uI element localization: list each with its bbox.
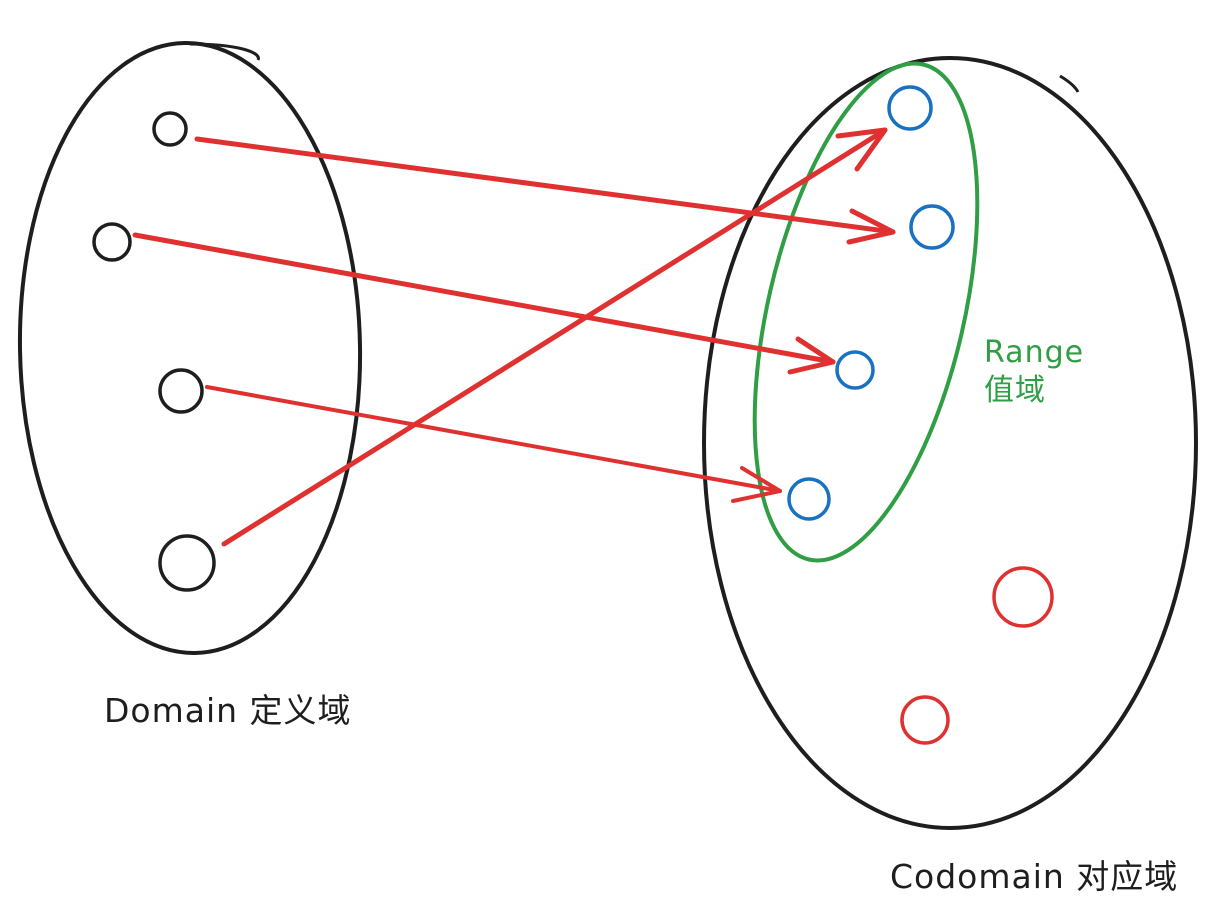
- mapping-arrow-2: [132, 232, 836, 375]
- range-set-ellipse: [752, 61, 980, 563]
- range-element-4: [787, 477, 831, 521]
- range-label: Range 值域: [984, 334, 1084, 410]
- range-label-en: Range: [984, 335, 1085, 370]
- codomain-label: Codomain 对应域: [890, 857, 1179, 896]
- unmapped-element-2: [900, 695, 950, 745]
- codomain-set-sketch-stroke: [1059, 74, 1080, 93]
- domain-element-2: [92, 222, 132, 262]
- range-label-zh: 值域: [984, 373, 1046, 408]
- domain-element-1: [152, 111, 188, 147]
- mapping-arrow-3: [205, 385, 782, 503]
- codomain-set-ellipse: [702, 56, 1198, 830]
- domain-set-sketch-stroke: [189, 42, 260, 61]
- domain-label: Domain 定义域: [104, 691, 352, 730]
- domain-set-ellipse: [17, 41, 363, 655]
- mapping-arrow-4: [221, 127, 888, 547]
- range-element-1: [887, 85, 933, 131]
- range-element-2: [909, 204, 955, 250]
- unmapped-element-1: [992, 566, 1054, 628]
- domain-element-3: [158, 368, 204, 414]
- mapping-arrow-1: [194, 136, 896, 245]
- range-element-3: [835, 350, 875, 390]
- domain-element-4: [158, 534, 216, 592]
